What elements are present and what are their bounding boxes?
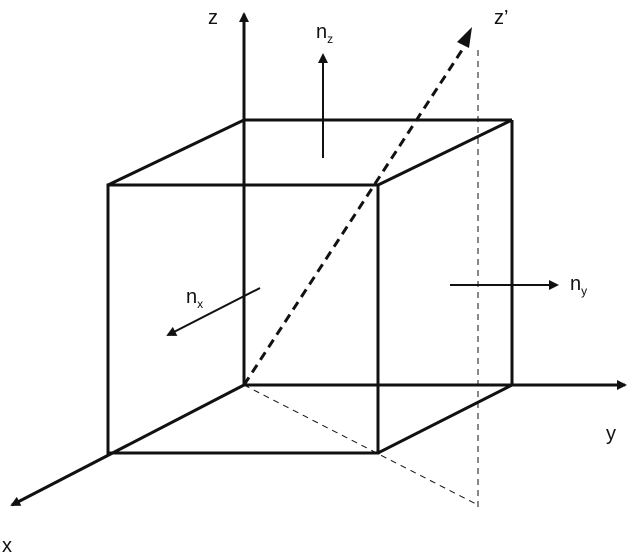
cube bbox=[106, 118, 514, 455]
z-prime-axis-line bbox=[242, 43, 468, 386]
nz-label-subscript: z bbox=[327, 32, 333, 46]
x-axis-line bbox=[10, 383, 245, 507]
z-prime-arrowhead bbox=[457, 27, 472, 48]
cube-top-right-edge bbox=[377, 118, 513, 187]
nz-label-base: n bbox=[316, 21, 327, 43]
nz-label: nz bbox=[316, 21, 333, 46]
cube-front-face bbox=[106, 183, 380, 455]
nx-label: nx bbox=[186, 286, 203, 311]
z-prime-axis-label: z’ bbox=[494, 7, 508, 29]
projection-diagonal-dashed bbox=[243, 384, 479, 506]
nx-label-base: n bbox=[186, 286, 197, 308]
ny-label-base: n bbox=[570, 273, 581, 295]
cube-bottom-right-edge bbox=[377, 383, 513, 455]
y-axis-label: y bbox=[606, 423, 616, 445]
ny-label: ny bbox=[570, 273, 587, 298]
z-axis-label: z bbox=[208, 7, 218, 29]
cube-top-left-edge bbox=[107, 118, 245, 187]
ny-label-subscript: y bbox=[581, 284, 587, 298]
nx-label-subscript: x bbox=[197, 297, 203, 311]
x-axis-label: x bbox=[2, 535, 12, 557]
nx-arrow bbox=[166, 287, 261, 336]
